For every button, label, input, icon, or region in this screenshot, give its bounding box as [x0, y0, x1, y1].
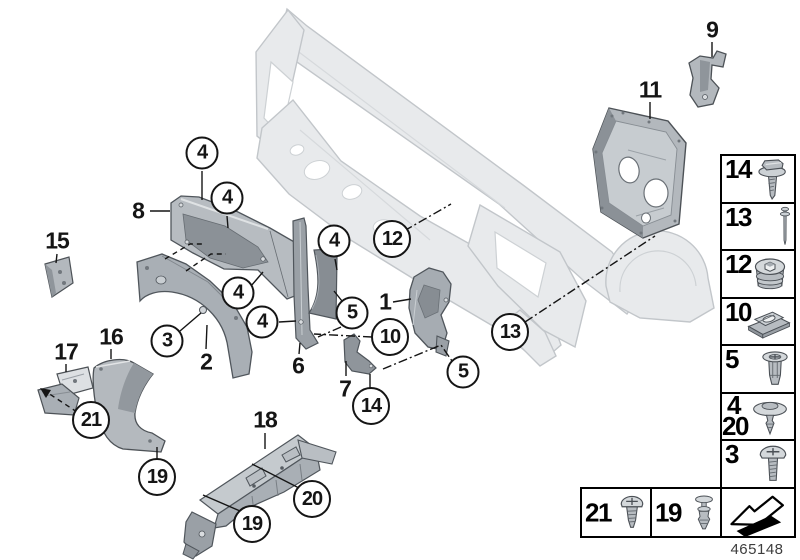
part-label-1[interactable]: 1	[379, 288, 392, 315]
part-9-drawing	[688, 50, 727, 108]
part-number-label: 13	[725, 201, 752, 232]
parts-table-cell-19[interactable]: 19	[650, 487, 722, 538]
part-label-2[interactable]: 2	[200, 348, 213, 375]
part-label-8[interactable]: 8	[132, 197, 145, 224]
parts-table-cell-21[interactable]: 21	[580, 487, 652, 538]
callout-4[interactable]: 4	[185, 136, 219, 170]
callout-13[interactable]: 13	[491, 313, 529, 351]
part-label-11[interactable]: 11	[638, 76, 662, 103]
part-label-17[interactable]: 17	[54, 338, 79, 365]
part-number-label: 3	[725, 439, 739, 470]
screw-plug-icon	[747, 254, 793, 294]
callout-3[interactable]: 3	[150, 324, 184, 358]
part-number-label: 20	[722, 411, 749, 442]
part-15-drawing	[44, 256, 74, 298]
expanding-rivet-icon	[689, 492, 719, 533]
part-11-drawing	[592, 107, 687, 239]
tapping-screw-icon	[753, 442, 793, 486]
callout-21[interactable]: 21	[72, 401, 110, 439]
callout-19[interactable]: 19	[138, 458, 176, 496]
parts-table-cell-10[interactable]: 10	[722, 296, 794, 345]
part-number-label: 4	[727, 389, 741, 420]
part-number-label: 21	[585, 496, 612, 527]
leader-arrowhead	[40, 388, 51, 398]
part-number-label: 14	[725, 154, 752, 184]
parts-table-cell-14[interactable]: 14	[722, 154, 794, 202]
callout-12[interactable]: 12	[373, 220, 411, 258]
part-number-label: 5	[725, 344, 739, 375]
callout-4[interactable]: 4	[210, 181, 244, 215]
direction-arrow-icon	[727, 489, 789, 537]
part-2-drawing	[136, 253, 253, 379]
part-label-15[interactable]: 15	[45, 227, 70, 254]
parts-table-cell-13[interactable]: 13	[722, 201, 794, 250]
callout-5[interactable]: 5	[446, 355, 480, 389]
part-number-label: 10	[725, 296, 752, 327]
callout-10[interactable]: 10	[371, 318, 409, 356]
expanding-nut-icon	[757, 348, 793, 390]
callout-4[interactable]: 4	[245, 305, 279, 339]
callout-20[interactable]: 20	[293, 480, 331, 518]
parts-table-cell-12[interactable]: 12	[722, 249, 794, 297]
callout-5[interactable]: 5	[335, 296, 369, 330]
part-7-drawing	[343, 333, 377, 375]
part-label-7[interactable]: 7	[339, 375, 352, 402]
cage-nut-icon	[745, 304, 793, 340]
hex-head-screw-icon	[753, 157, 793, 201]
leader-lines	[40, 42, 713, 512]
part-number-label: 12	[725, 249, 752, 280]
callout-4[interactable]: 4	[221, 276, 255, 310]
part-label-9[interactable]: 9	[706, 16, 719, 43]
part-label-16[interactable]: 16	[99, 323, 124, 350]
direction-arrow-cell[interactable]	[720, 487, 796, 538]
callout-4[interactable]: 4	[317, 224, 351, 258]
part-3-grommet-drawing	[199, 306, 207, 314]
part-label-6[interactable]: 6	[292, 352, 305, 379]
part-6-drawing	[292, 217, 319, 350]
callout-14[interactable]: 14	[352, 387, 390, 425]
part-8-drawing	[170, 195, 306, 300]
callout-19[interactable]: 19	[233, 505, 271, 543]
pan-head-screw-icon	[615, 493, 649, 533]
rivet-pin-icon	[777, 204, 793, 248]
push-rivet-icon	[747, 396, 793, 437]
part-label-18[interactable]: 18	[253, 406, 278, 433]
diagram-id: 465148	[730, 541, 784, 558]
fastener-table-bottom-row: 21 19	[580, 487, 796, 538]
parts-table-cell-3[interactable]: 3	[722, 439, 794, 488]
part-number-label: 19	[655, 496, 682, 527]
parts-table-cell-5[interactable]: 5	[722, 344, 794, 392]
